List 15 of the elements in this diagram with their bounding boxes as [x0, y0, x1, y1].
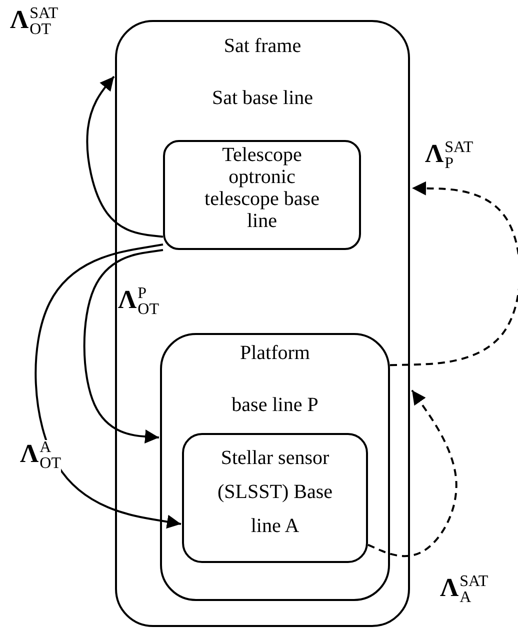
arrow: [83, 249, 164, 444]
box-label: Sat base line: [210, 86, 314, 110]
arrow: [368, 390, 458, 558]
box-label: Platform: [239, 341, 311, 365]
rounded-box: [160, 333, 390, 601]
box-label: base line P: [230, 393, 320, 417]
box-label: Sat frame: [222, 34, 302, 58]
arrow: [86, 76, 164, 238]
box-label: Telescope optronic telescope base line: [204, 144, 320, 232]
arrow: [390, 181, 518, 366]
box-label: Stellar sensor (SLSST) Base line A: [216, 446, 334, 539]
rounded-box: [182, 433, 368, 563]
rounded-box: [163, 140, 361, 250]
rounded-box: [115, 20, 410, 627]
arrow: [34, 244, 182, 529]
